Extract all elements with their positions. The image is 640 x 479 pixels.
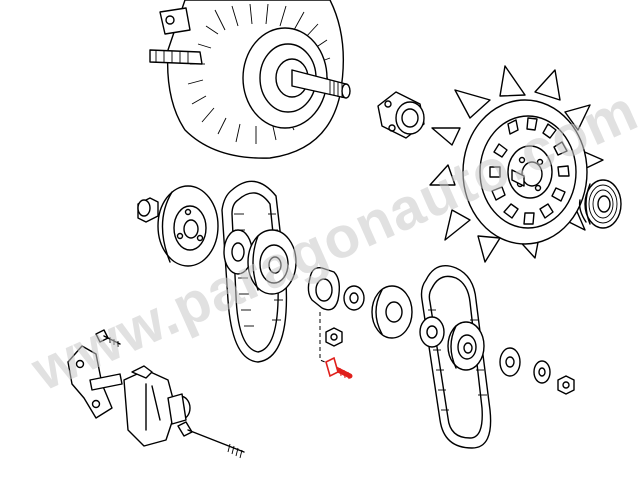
tensioner-bracket [123, 365, 191, 447]
long-bolt [177, 421, 245, 459]
cooling-fan [429, 65, 604, 263]
spacer-bushing [377, 91, 425, 139]
nut [325, 327, 343, 347]
fan-hub-pulley [578, 179, 622, 229]
spacer-ring [371, 285, 413, 339]
drive-pulley-half [157, 185, 219, 267]
alternator-with-fan-housing [149, 0, 351, 159]
spacer-sleeve [137, 197, 159, 223]
washer [343, 285, 365, 311]
pulley-half [223, 229, 297, 295]
shim-washer [307, 267, 341, 311]
right-pulley-stack [419, 316, 551, 384]
mounting-bracket [67, 345, 123, 419]
bolt-leader [319, 312, 331, 365]
bolt [325, 356, 353, 380]
small-bolt [95, 329, 121, 347]
nut-right [557, 375, 575, 395]
